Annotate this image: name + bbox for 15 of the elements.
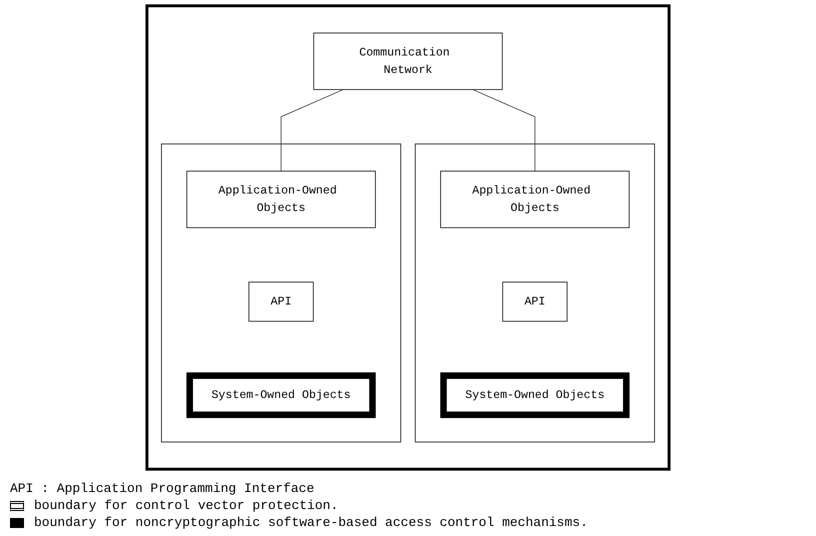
cluster [161,144,402,442]
connector [280,89,344,172]
legend-text: boundary for control vector protection. [34,498,338,513]
node-box: Communication Network [313,32,503,90]
node-box: Application-Owned Objects [186,170,376,228]
cluster [145,4,671,471]
legend-text: API : Application Programming Interface [10,481,314,496]
cluster [414,144,655,442]
node-box: API [502,282,568,322]
node-box: Application-Owned Objects [440,170,630,228]
connector [472,89,536,172]
node-box: System-Owned Objects [186,372,376,418]
node-box: API [248,282,314,322]
legend-text: boundary for noncryptographic software-based access control mechanisms. [34,515,588,530]
node-box: System-Owned Objects [440,372,630,418]
